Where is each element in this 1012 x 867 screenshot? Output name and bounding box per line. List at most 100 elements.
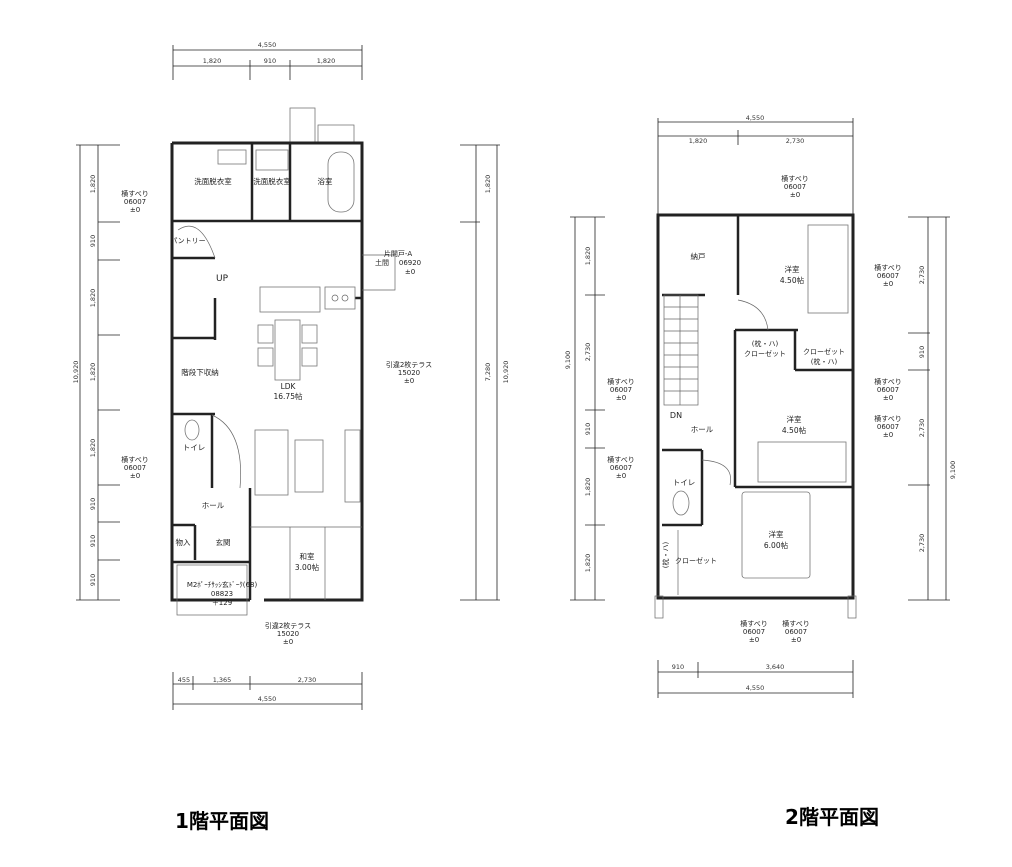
room-label-youshitsu2: 洋室 bbox=[787, 414, 802, 424]
room-label-wash1: 洗面脱衣室 bbox=[194, 176, 232, 186]
floor1-walls bbox=[170, 107, 364, 602]
dim-part: 1,820 bbox=[689, 137, 708, 145]
closet-label: (枕・ハ) bbox=[752, 339, 779, 348]
window-code: 06007 bbox=[124, 464, 146, 472]
room-label-storage: 物入 bbox=[176, 537, 191, 547]
room-label-pantry: パントリー bbox=[170, 237, 205, 245]
dim-part: 1,820 bbox=[584, 554, 592, 573]
room-label-hall: ホール bbox=[202, 501, 225, 510]
floor2-plan: 4,550 1,820 2,730 910 3,640 4,550 9,100 … bbox=[564, 114, 957, 829]
door-height: ±0 bbox=[405, 268, 415, 276]
dim-total: 9,100 bbox=[564, 351, 572, 370]
dim-part: 910 bbox=[264, 57, 276, 65]
room-size-youshitsu3: 6.00帖 bbox=[764, 540, 789, 550]
toilet-icon bbox=[672, 490, 690, 516]
sofa-icon bbox=[254, 429, 289, 496]
porch-door-type: M2ﾎﾟｰﾁｻｯｼ玄ﾄﾞｰｸ(68) bbox=[187, 580, 258, 589]
room-label-toilet: トイレ bbox=[673, 478, 696, 487]
washbasin-icon bbox=[255, 149, 289, 171]
dim-part: 1,820 bbox=[89, 439, 97, 458]
window-type: 横すべり bbox=[740, 619, 768, 628]
room-label-hall: ホール bbox=[691, 425, 714, 434]
window-code: 06007 bbox=[124, 198, 146, 206]
floor1-left-dimensions: 10,920 1,820 910 1,820 1,820 1,820 910 9… bbox=[72, 144, 120, 601]
room-label-entrance: 玄関 bbox=[216, 537, 231, 547]
dim-total: 9,100 bbox=[949, 461, 957, 480]
dim-part: 1,820 bbox=[89, 289, 97, 308]
stove-icon bbox=[324, 286, 356, 310]
closet-label: (枕・ハ) bbox=[811, 357, 838, 366]
room-label-washitsu: 和室 bbox=[300, 551, 315, 561]
door-note: 土間 bbox=[375, 258, 389, 267]
dim-part: 2,730 bbox=[918, 534, 926, 553]
window-type: 横すべり bbox=[121, 455, 149, 464]
dim-part: 455 bbox=[178, 676, 190, 684]
room-label-bath: 浴室 bbox=[318, 176, 333, 186]
dim-total: 4,550 bbox=[258, 695, 277, 703]
dim-part: 910 bbox=[672, 663, 684, 671]
closet-label: クローゼット bbox=[803, 347, 845, 356]
floor1-window-labels: 横すべり 06007 ±0 横すべり 06007 ±0 片開戸-A 土間 069… bbox=[121, 189, 432, 646]
floor2-top-dimensions: 4,550 1,820 2,730 bbox=[657, 114, 854, 215]
window-height: ±0 bbox=[790, 191, 800, 199]
floor2-room-labels: 納戸 洋室 4.50帖 (枕・ハ) クローゼット クローゼット (枕・ハ) DN… bbox=[661, 251, 845, 568]
dim-total: 10,920 bbox=[502, 361, 510, 384]
window-type: 横すべり bbox=[782, 619, 810, 628]
dim-part: 2,730 bbox=[918, 419, 926, 438]
washbasin-icon bbox=[217, 149, 247, 165]
room-label-under-stair: 階段下収納 bbox=[181, 367, 219, 377]
room-label-wash2: 洗面脱衣室 bbox=[253, 176, 291, 186]
dim-part: 2,730 bbox=[786, 137, 805, 145]
dim-part: 2,730 bbox=[584, 343, 592, 362]
room-label-youshitsu3: 洋室 bbox=[769, 529, 784, 539]
dim-total: 4,550 bbox=[746, 114, 765, 122]
dim-part: 2,730 bbox=[918, 266, 926, 285]
porch-door-code: 08823 bbox=[211, 590, 233, 598]
window-type: 横すべり bbox=[874, 414, 902, 423]
bed-icon bbox=[807, 224, 849, 314]
dim-part: 910 bbox=[89, 235, 97, 247]
window-height: ±0 bbox=[791, 636, 801, 644]
floor1-fixtures bbox=[176, 149, 396, 616]
floor1-top-dimensions: 4,550 1,820 910 1,820 bbox=[172, 41, 363, 80]
dim-part: 2,730 bbox=[298, 676, 317, 684]
window-code: 06007 bbox=[743, 628, 765, 636]
window-code: 06007 bbox=[610, 386, 632, 394]
window-code: 06007 bbox=[877, 423, 899, 431]
floor2-fixtures bbox=[663, 224, 849, 595]
floor1-plan: 4,550 1,820 910 1,820 455 1,365 2,730 4,… bbox=[72, 41, 510, 833]
floor2-title: 2階平面図 bbox=[785, 805, 879, 829]
dim-part: 1,820 bbox=[584, 478, 592, 497]
dim-part: 3,640 bbox=[766, 663, 785, 671]
staircase bbox=[663, 294, 699, 406]
window-height: ±0 bbox=[404, 377, 414, 385]
room-label-youshitsu1: 洋室 bbox=[785, 264, 800, 274]
window-code: 15020 bbox=[277, 630, 299, 638]
window-type: 横すべり bbox=[607, 377, 635, 386]
floor1-room-labels: 洗面脱衣室 洗面脱衣室 浴室 パントリー UP 階段下収納 LDK 16.75帖… bbox=[170, 176, 333, 572]
window-height: ±0 bbox=[616, 472, 626, 480]
window-code: 06007 bbox=[877, 272, 899, 280]
dn-label: DN bbox=[670, 411, 682, 420]
dim-part: 1,820 bbox=[89, 363, 97, 382]
room-label-ldk: LDK bbox=[281, 382, 297, 391]
room-size-washitsu: 3.00帖 bbox=[295, 562, 320, 572]
dim-part: 910 bbox=[89, 535, 97, 547]
dim-total: 10,920 bbox=[72, 361, 80, 384]
dim-part: 910 bbox=[918, 346, 926, 358]
window-height: ±0 bbox=[616, 394, 626, 402]
floor1-title: 1階平面図 bbox=[175, 809, 269, 833]
window-code: 06007 bbox=[877, 386, 899, 394]
dim-part: 910 bbox=[89, 574, 97, 586]
room-size-youshitsu1: 4.50帖 bbox=[780, 275, 805, 285]
bed-icon bbox=[741, 491, 811, 579]
coffee-table-icon bbox=[294, 439, 324, 493]
window-height: ±0 bbox=[883, 394, 893, 402]
closet-label: クローゼット bbox=[744, 349, 786, 358]
window-type: 横すべり bbox=[607, 455, 635, 464]
window-type: 横すべり bbox=[781, 174, 809, 183]
window-type: 横すべり bbox=[874, 263, 902, 272]
window-height: ±0 bbox=[883, 431, 893, 439]
floor2-window-labels: 横すべり 06007 ±0 横すべり 06007 ±0 横すべり 06007 ±… bbox=[607, 174, 902, 644]
porch-door-height: ＋129 bbox=[212, 599, 232, 607]
